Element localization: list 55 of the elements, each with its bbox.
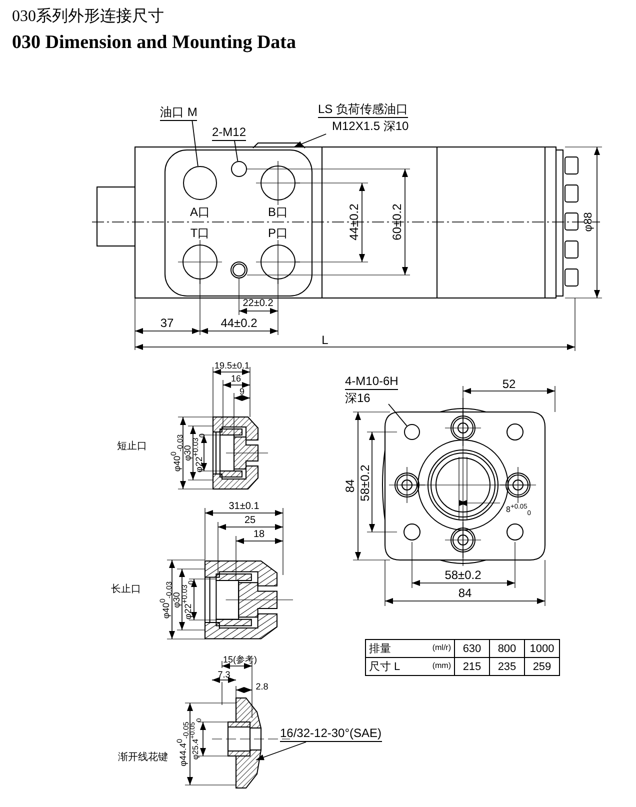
dimension-label: 19.5±0.1 xyxy=(214,362,250,370)
callout-text: 16/32-12-30°(SAE) xyxy=(280,727,382,742)
dimension-label: 18 xyxy=(253,530,265,540)
dimension-label: φ30 xyxy=(184,445,192,461)
dimension-label: 58±0.2 xyxy=(359,464,371,502)
dimension-label: 60±0.2 xyxy=(391,204,403,240)
table-cell: 235 xyxy=(490,658,524,676)
callout-text: LS 负荷传感油口 xyxy=(318,103,408,118)
dimension-label: 52 xyxy=(502,378,516,390)
leader-line xyxy=(234,140,238,162)
dimension-label: 25 xyxy=(244,516,256,526)
table-cell: 排量 (ml/r) xyxy=(366,640,454,658)
callout-text: 4-M10-6H xyxy=(345,375,398,390)
callout-text: 油口 M xyxy=(160,106,198,121)
title: 030系列外形连接尺寸 xyxy=(12,9,164,25)
leader-line xyxy=(192,120,198,167)
callout-text: M12X1.5 深10 xyxy=(332,120,410,132)
threaded-hole xyxy=(231,161,247,177)
table-cell: 800 xyxy=(490,640,524,658)
bolt-hole xyxy=(404,424,420,440)
leader-line xyxy=(294,134,327,148)
table-cell: 630 xyxy=(454,640,490,658)
dimension-label: 2.8 xyxy=(256,682,268,692)
dimension-label: 9 xyxy=(240,388,244,396)
dimension-label: φ30 xyxy=(172,592,182,608)
dimension-label: 58±0.2 xyxy=(444,569,482,581)
section-label: 短止口 xyxy=(117,442,147,452)
dimension-label: 22±0.2 xyxy=(242,299,274,309)
leader-line xyxy=(256,742,306,760)
port-label: T口 xyxy=(190,227,210,239)
port-label: B口 xyxy=(268,206,288,218)
dimension-label: 15(参考) xyxy=(223,656,257,664)
table-cell: 215 xyxy=(454,658,490,676)
dimension-label: 44±0.2 xyxy=(348,204,360,240)
callout-text: 深16 xyxy=(345,392,372,404)
dimension-label: 44±0.2 xyxy=(220,317,258,329)
dimension-label: 31±0.1 xyxy=(228,502,260,512)
dimension-label: 37 xyxy=(160,317,174,329)
table-cell: 259 xyxy=(524,658,560,676)
section-label: 渐开线花键 xyxy=(118,753,168,763)
port-label: P口 xyxy=(268,227,288,239)
heading: 030 Dimension and Mounting Data xyxy=(12,33,296,52)
dimension-label: L xyxy=(322,334,328,346)
section-label: 长止口 xyxy=(111,585,141,595)
port-label: A口 xyxy=(190,206,210,218)
callout-text: 2-M12 xyxy=(212,126,246,141)
dimension-label: 16 xyxy=(231,374,241,384)
dimension-label: 7.3 xyxy=(218,670,230,680)
table-cell: 1000 xyxy=(524,640,560,658)
table-cell: 尺寸 L (mm) xyxy=(366,658,454,676)
dimension-label: φ88 xyxy=(584,212,594,232)
leader-line xyxy=(388,404,408,426)
port-circle xyxy=(183,166,217,200)
dimension-label: 84 xyxy=(458,587,472,599)
dimension-label: 84 xyxy=(344,479,356,493)
